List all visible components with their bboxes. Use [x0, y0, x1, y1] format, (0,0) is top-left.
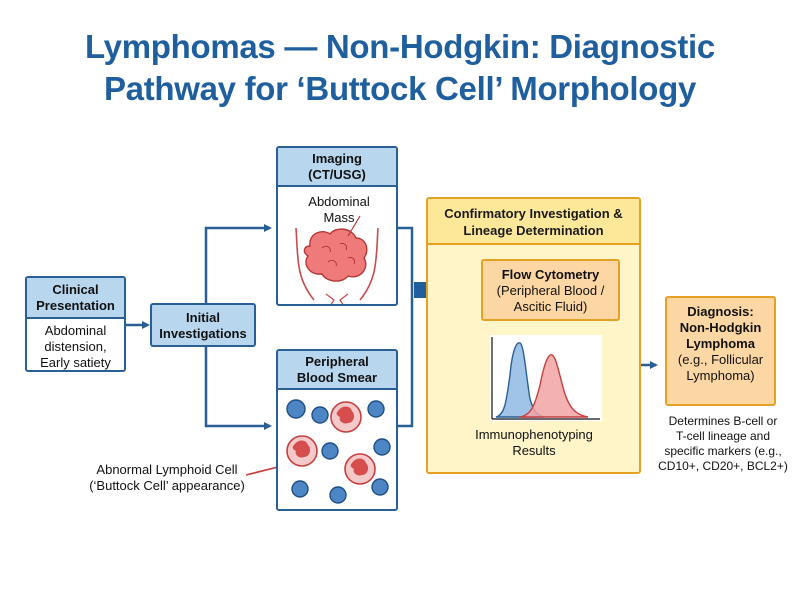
immunophenotyping-results-label: Immunophenotyping Results: [448, 427, 620, 459]
connector-imaging: [398, 226, 414, 290]
annotation-line-2: (‘Buttock Cell’ appearance): [89, 478, 245, 493]
clinical-presentation-header: Clinical Presentation: [27, 278, 124, 319]
flow-title: Flow Cytometry: [501, 267, 600, 282]
results-line-1: Immunophenotyping: [475, 427, 593, 442]
title-line-1: Lymphomas — Non-Hodgkin: Diagnostic: [85, 28, 715, 65]
page-title: Lymphomas — Non-Hodgkin: Diagnostic Path…: [0, 26, 800, 110]
title-line-2: Pathway for ‘Buttock Cell’ Morphology: [103, 70, 697, 107]
clinical-body-line-1: Abdominal: [44, 323, 107, 338]
imaging-label: Abdominal Mass: [296, 194, 382, 226]
abdomen-illustration: [295, 215, 379, 304]
buttock-cell-annotation: Abnormal Lymphoid Cell (‘Buttock Cell’ a…: [74, 462, 260, 494]
normal-cell-icon: [291, 480, 309, 498]
results-line-2: Results: [512, 443, 556, 458]
imaging-header-line-2: (CT/USG): [308, 167, 366, 182]
normal-cell-icon: [371, 478, 389, 496]
annotation-line-1: Abnormal Lymphoid Cell: [96, 462, 238, 477]
flow-line-2: (Peripheral Blood /: [496, 283, 605, 298]
diagnosis-line-2: Non-Hodgkin: [679, 320, 762, 335]
initial-line-2: Investigations: [159, 326, 247, 341]
confirmatory-panel: Confirmatory Investigation & Lineage Det…: [426, 197, 641, 474]
arrow-initial-to-imaging: [204, 224, 272, 303]
blood-cells-illustration: [286, 399, 391, 504]
abdominal-mass-icon: [303, 228, 368, 282]
normal-cell-icon: [321, 442, 339, 460]
normal-cell-icon: [329, 486, 347, 504]
note-line-1: Determines B-cell or: [668, 414, 778, 428]
smear-header-line-1: Peripheral: [305, 354, 369, 369]
imaging-header-line-1: Imaging: [312, 151, 362, 166]
imaging-label-line-1: Abdominal: [308, 194, 370, 209]
diagnosis-line-3: Lymphoma: [686, 336, 755, 351]
arrow-initial-to-smear: [204, 347, 272, 430]
clinical-body-line-2: distension,: [44, 339, 107, 354]
blood-smear-box: Peripheral Blood Smear: [276, 349, 398, 511]
clinical-header-line-1: Clinical: [52, 282, 99, 297]
normal-cell-icon: [311, 406, 329, 424]
confirmatory-header-line-1: Confirmatory Investigation &: [444, 206, 623, 221]
lineage-note: Determines B-cell or T-cell lineage and …: [656, 414, 790, 474]
connector-smear: [398, 290, 414, 428]
diagnosis-line-5: Lymphoma): [686, 368, 755, 383]
normal-cell-icon: [373, 438, 391, 456]
histogram-illustration: [490, 335, 602, 421]
smear-header-line-2: Blood Smear: [296, 370, 378, 385]
normal-cell-icon: [367, 400, 385, 418]
flow-line-3: Ascitic Fluid): [513, 299, 588, 314]
clinical-header-line-2: Presentation: [36, 298, 115, 313]
flow-cytometry-box: Flow Cytometry (Peripheral Blood / Ascit…: [481, 259, 620, 321]
imaging-header: Imaging (CT/USG): [278, 148, 396, 187]
note-line-2: T-cell lineage and: [675, 429, 771, 443]
normal-cell-icon: [286, 399, 306, 419]
diagnosis-line-4: (e.g., Follicular: [677, 352, 764, 367]
diagnosis-box: Diagnosis: Non-Hodgkin Lymphoma (e.g., F…: [665, 296, 776, 406]
confirmatory-header-line-2: Lineage Determination: [463, 223, 604, 238]
clinical-presentation-box: Clinical Presentation Abdominal distensi…: [25, 276, 126, 372]
diagnosis-line-1: Diagnosis:: [687, 304, 754, 319]
imaging-box: Imaging (CT/USG) Abdominal Mass: [276, 146, 398, 306]
note-line-3: specific markers (e.g.,: [664, 444, 782, 458]
clinical-body-line-3: Early satiety: [40, 355, 111, 370]
histogram-peak-red: [519, 354, 589, 418]
blood-smear-header: Peripheral Blood Smear: [278, 351, 396, 390]
initial-investigations-box: Initial Investigations: [150, 303, 256, 347]
imaging-label-line-2: Mass: [323, 210, 355, 225]
initial-line-1: Initial: [186, 310, 220, 325]
clinical-presentation-body: Abdominal distension, Early satiety: [27, 319, 124, 370]
confirmatory-header: Confirmatory Investigation & Lineage Det…: [428, 199, 639, 245]
note-line-4: CD10+, CD20+, BCL2+): [658, 459, 788, 473]
